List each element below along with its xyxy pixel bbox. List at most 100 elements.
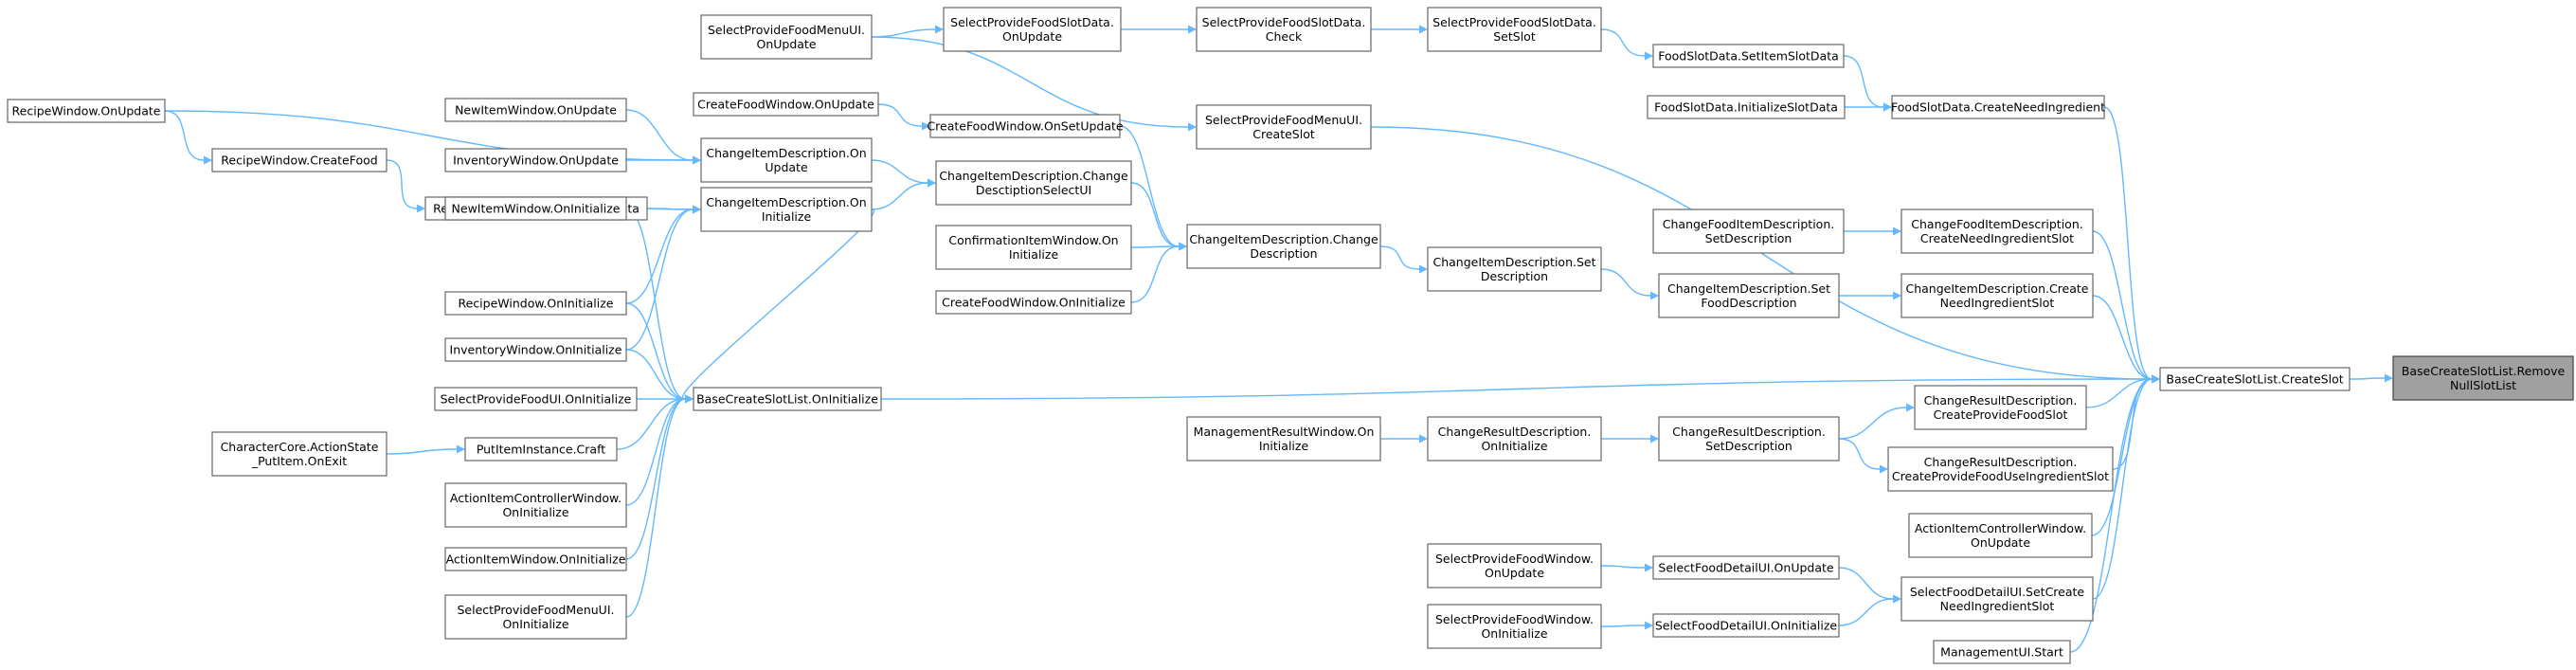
node-aicw-onupdate[interactable]: ActionItemControllerWindow.OnUpdate: [1908, 513, 2093, 558]
arrowhead-icon: [935, 25, 944, 34]
node-createfood-onupdate[interactable]: CreateFoodWindow.OnUpdate: [693, 92, 879, 117]
arrowhead-icon: [204, 155, 212, 165]
node-box: [1658, 273, 1840, 318]
node-label-line: SelectProvideFoodMenuUI.: [1205, 113, 1362, 127]
node-box: [700, 187, 873, 232]
node-label-line: ManagementResultWindow.On: [1194, 425, 1375, 439]
call-edge-foodslot_setitem-to-foodslot_createneed: [1843, 55, 1884, 108]
node-label-line: CreateProvideFoodUseIngredientSlot: [1892, 469, 2109, 483]
node-crd-createprovide[interactable]: ChangeResultDescription.CreateProvideFoo…: [1914, 385, 2087, 430]
node-label-line: Description: [1481, 269, 1548, 283]
node-box: [1647, 95, 1846, 119]
call-edge-newitem_oninit-to-base_oninit: [625, 208, 686, 400]
node-crd-oninit[interactable]: ChangeResultDescription.OnInitialize: [1427, 416, 1602, 462]
node-label-line: ChangeItemDescription.On: [706, 146, 866, 160]
call-edge-createfood_onsetupdate-to-changeitem_changedesc: [1119, 125, 1180, 247]
node-sfd-oninit[interactable]: SelectFoodDetailUI.OnInitialize: [1652, 613, 1840, 638]
node-spfslotdata-setslot[interactable]: SelectProvideFoodSlotData.SetSlot: [1427, 7, 1602, 52]
node-inventory-onupdate[interactable]: InventoryWindow.OnUpdate: [444, 148, 627, 172]
node-inventory-oninit[interactable]: InventoryWindow.OnInitialize: [444, 337, 627, 362]
node-label-line: FoodDescription: [1701, 296, 1796, 310]
node-label-line: RecipeWindow.OnInitialize: [459, 297, 614, 311]
arrowhead-icon: [1419, 25, 1428, 34]
node-foodslot-createneed[interactable]: FoodSlotData.CreateNeedIngredient: [1891, 95, 2105, 119]
node-foodslot-setitem[interactable]: FoodSlotData.SetItemSlotData: [1652, 44, 1845, 68]
node-label-line: BaseCreateSlotList.OnInitialize: [696, 392, 878, 407]
node-base-createslot[interactable]: BaseCreateSlotList.CreateSlot: [2159, 367, 2351, 391]
node-changeitem-setdesc[interactable]: ChangeItemDescription.SetDescription: [1427, 246, 1602, 292]
call-edge-cfid_createneed-to-base_createslot: [2092, 230, 2153, 380]
node-putitem-craft[interactable]: PutItemInstance.Craft: [464, 437, 618, 462]
node-box: [1900, 208, 2094, 254]
node-spfw-oninit[interactable]: SelectProvideFoodWindow.OnInitialize: [1427, 604, 1602, 649]
node-changeitem-changeselect[interactable]: ChangeItemDescription.ChangeDesctiptionS…: [935, 160, 1132, 206]
node-label-line: _PutItem.OnExit: [251, 454, 347, 468]
node-label-line: NewItemWindow.OnUpdate: [455, 103, 617, 118]
node-recipe-onupdate[interactable]: RecipeWindow.OnUpdate: [7, 99, 166, 123]
node-label-line: SetSlot: [1493, 29, 1536, 44]
node-changeitem-oninit[interactable]: ChangeItemDescription.OnInitialize: [700, 187, 873, 232]
node-label-line: InventoryWindow.OnInitialize: [450, 343, 622, 357]
call-edge-spfslotdata_setslot-to-foodslot_setitem: [1600, 28, 1646, 57]
node-box: [1652, 613, 1840, 638]
node-changeitem-onupdate[interactable]: ChangeItemDescription.OnUpdate: [700, 137, 873, 183]
node-label-line: CreateProvideFoodSlot: [1934, 407, 2068, 422]
node-label-line: SetDescription: [1705, 439, 1792, 453]
node-mgmt-oninit[interactable]: ManagementResultWindow.OnInitialize: [1186, 416, 1381, 462]
call-edge-newitem_onupdate-to-changeitem_onupdate: [625, 109, 694, 161]
node-aiw-oninit[interactable]: ActionItemWindow.OnInitialize: [444, 547, 627, 571]
node-label-line: NullSlotList: [2450, 378, 2516, 392]
arrowhead-icon: [1650, 291, 1659, 300]
node-crd-createprovideuse[interactable]: ChangeResultDescription.CreateProvideFoo…: [1887, 446, 2114, 492]
node-sfd-setcreate[interactable]: SelectFoodDetailUI.SetCreateNeedIngredie…: [1900, 576, 2094, 622]
node-box: [1900, 273, 2094, 318]
arrowhead-icon: [928, 178, 936, 188]
node-label-line: OnInitialize: [1481, 439, 1547, 453]
node-box: [1186, 224, 1381, 269]
node-crd-setdesc[interactable]: ChangeResultDescription.SetDescription: [1658, 416, 1840, 462]
node-label-line: ChangeItemDescription.Change: [939, 169, 1128, 183]
node-spfmenu-onupdate[interactable]: SelectProvideFoodMenuUI.OnUpdate: [700, 14, 873, 60]
node-label-line: NeedIngredientSlot: [1940, 296, 2055, 310]
node-spfw-onupdate[interactable]: SelectProvideFoodWindow.OnUpdate: [1427, 543, 1602, 589]
node-createfood-onsetupdate[interactable]: CreateFoodWindow.OnSetUpdate: [927, 114, 1124, 138]
node-confirm-oninit[interactable]: ConfirmationItemWindow.OnInitialize: [935, 225, 1132, 270]
node-aicw-oninit[interactable]: ActionItemControllerWindow.OnInitialize: [444, 482, 627, 528]
node-base-oninit[interactable]: BaseCreateSlotList.OnInitialize: [693, 387, 882, 411]
node-foodslot-initslot[interactable]: FoodSlotData.InitializeSlotData: [1647, 95, 1846, 119]
node-box: [211, 431, 387, 477]
node-spfslotdata-onupdate[interactable]: SelectProvideFoodSlotData.OnUpdate: [943, 7, 1122, 52]
node-recipe-createfood[interactable]: RecipeWindow.CreateFood: [211, 148, 387, 172]
node-box: [1427, 604, 1602, 649]
node-label-line: SelectProvideFoodMenuUI.: [458, 603, 615, 617]
node-label-line: BaseCreateSlotList.CreateSlot: [2166, 372, 2343, 387]
node-label-line: OnUpdate: [1485, 566, 1544, 580]
node-newitem-oninit[interactable]: NewItemWindow.OnInitialize: [444, 196, 627, 221]
node-spfmenu-createslot[interactable]: SelectProvideFoodMenuUI.CreateSlot: [1196, 104, 1372, 150]
node-mgmtui-start[interactable]: ManagementUI.Start: [1933, 640, 2071, 664]
node-createfood-oninit[interactable]: CreateFoodWindow.OnInitialize: [935, 290, 1132, 315]
node-spfmenu-oninit[interactable]: SelectProvideFoodMenuUI.OnInitialize: [444, 594, 627, 640]
node-cfid-createneed[interactable]: ChangeFoodItemDescription.CreateNeedIngr…: [1900, 208, 2094, 254]
call-edge-changeitem_changeselect-to-changeitem_changedesc: [1130, 182, 1180, 247]
node-recipe-oninit[interactable]: RecipeWindow.OnInitialize: [444, 291, 627, 316]
node-cfid-setdesc[interactable]: ChangeFoodItemDescription.SetDescription: [1652, 208, 1845, 254]
node-label-line: SelectProvideFoodMenuUI.: [708, 23, 865, 37]
node-label-line: ActionItemWindow.OnInitialize: [446, 552, 626, 567]
call-edge-recipe_oninit-to-changeitem_oninit: [625, 208, 694, 304]
node-changeitem-createneed[interactable]: ChangeItemDescription.CreateNeedIngredie…: [1900, 273, 2094, 318]
node-charcore-onexit[interactable]: CharacterCore.ActionState_PutItem.OnExit: [211, 431, 387, 477]
node-label-line: SelectProvideFoodWindow.: [1435, 552, 1594, 566]
node-spfslotdata-check[interactable]: SelectProvideFoodSlotData.Check: [1196, 7, 1372, 52]
node-label-line: ChangeResultDescription.: [1438, 425, 1592, 439]
node-label-line: FoodSlotData.InitializeSlotData: [1654, 100, 1838, 115]
arrowhead-icon: [1883, 102, 1892, 112]
node-spfoodui-oninit[interactable]: SelectProvideFoodUI.OnInitialize: [434, 387, 638, 411]
node-sfd-onupdate[interactable]: SelectFoodDetailUI.OnUpdate: [1652, 555, 1840, 580]
arrowhead-icon: [1880, 464, 1888, 474]
node-newitem-onupdate[interactable]: NewItemWindow.OnUpdate: [444, 98, 627, 122]
